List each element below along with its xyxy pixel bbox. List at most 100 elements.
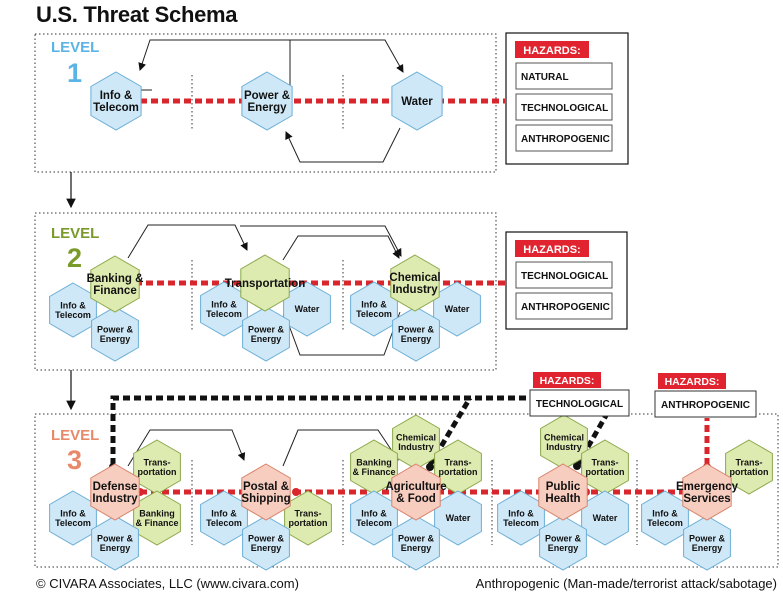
label-info-telecom: Info &Telecom (356, 299, 392, 318)
level-1-hazards-item-box (515, 62, 613, 90)
level-3-word: LEVEL (51, 427, 99, 444)
label-banking: Banking &Finance (87, 273, 144, 297)
hex-water (391, 71, 443, 131)
hazard-technological: TECHNOLOGICAL (521, 271, 608, 282)
connection-dot (292, 488, 300, 496)
copyright-text: © CIVARA Associates, LLC (www.civara.com… (36, 576, 299, 591)
hex-power (241, 71, 293, 131)
hex-info (90, 71, 142, 131)
label-info-telecom: Info &Telecom (55, 300, 91, 319)
flow-arrow (285, 127, 401, 163)
hex-power-energy (91, 306, 139, 362)
hazard-anthropogenic: ANTHROPOGENIC (521, 134, 610, 145)
label-banking-finance: Banking& Finance (352, 457, 395, 476)
hazard-natural: NATURAL (521, 72, 569, 83)
level-3-tech-hazard-item-box (529, 389, 630, 417)
label-info-telecom: Info &Telecom (206, 508, 242, 527)
hex-power-energy (683, 515, 731, 571)
flow-arrow (240, 225, 402, 257)
level-1-hazards-item-box (515, 93, 613, 121)
hex-power-energy (539, 515, 587, 571)
level-1-hazards-item-box (515, 124, 613, 152)
label-info: Info &Telecom (93, 90, 139, 114)
hex-transport (240, 254, 290, 312)
label-water: Water (445, 304, 470, 314)
level-2-hazards-panel: HAZARDS: TECHNOLOGICAL ANTHROPOGENIC (505, 231, 628, 330)
hazard-anthropogenic: ANTHROPOGENIC (521, 302, 610, 313)
level-1-hazards-header: HAZARDS: (523, 45, 580, 57)
label-trans-portation: Trans-portation (138, 457, 177, 476)
label-power-energy: Power &Energy (248, 324, 285, 343)
hazard-technological: TECHNOLOGICAL (536, 399, 623, 410)
hazard-anthropogenic: ANTHROPOGENIC (661, 400, 750, 411)
level-3-number: 3 (67, 445, 82, 475)
level-3-tech-hazard-header: HAZARDS: (540, 375, 595, 387)
level-2-frame (34, 212, 497, 371)
level-1-hazards-panel: HAZARDS:NATURALTECHNOLOGICALANTHROPOGENI… (505, 32, 629, 165)
label-power-energy: Power &Energy (97, 533, 134, 552)
label-trans-portation: Trans-portation (439, 457, 478, 476)
label-power: Power &Energy (244, 90, 290, 114)
level-1-number: 1 (67, 58, 82, 88)
hex-power-energy (91, 515, 139, 571)
label-water: Water (593, 513, 618, 523)
level-1-hazards-header-bg (515, 41, 589, 58)
label-water: Water (401, 96, 433, 108)
label-power-energy: Power &Energy (97, 324, 134, 343)
flow-arrow (127, 224, 248, 259)
flow-arrow (127, 429, 246, 467)
hex-emergency (682, 463, 732, 521)
level-3-anthro-hazard-item-box (654, 390, 757, 418)
label-info-telecom: Info &Telecom (647, 508, 683, 527)
label-power-energy: Power &Energy (545, 533, 582, 552)
hex-health (538, 463, 588, 521)
hex-defense (90, 463, 140, 521)
level-3-anthro-hazard-panel: HAZARDS:ANTHROPOGENIC (654, 373, 757, 418)
hex-agri (391, 463, 441, 521)
level-3-tech-hazard-panel: HAZARDS: TECHNOLOGICAL (529, 372, 630, 417)
label-water: Water (295, 304, 320, 314)
level-2-word: LEVEL (51, 225, 99, 242)
label-info-telecom: Info &Telecom (356, 508, 392, 527)
hex-trans-portation (725, 439, 773, 495)
flow-arrow (282, 311, 401, 356)
level-2-hazards-item-box (515, 292, 613, 320)
label-water: Water (446, 513, 471, 523)
page-title: U.S. Threat Schema (36, 2, 238, 27)
label-info-telecom: Info &Telecom (206, 299, 242, 318)
hex-power-energy (242, 515, 290, 571)
label-info-telecom: Info &Telecom (503, 508, 539, 527)
flow-arrow (289, 39, 404, 96)
level-1-word: LEVEL (51, 39, 99, 56)
level-3-anthro-hazard-header-bg (658, 373, 726, 389)
connection-dot (426, 463, 434, 471)
hex-chemical (390, 254, 440, 312)
label-transport: Transportation (225, 278, 306, 290)
hex-power-energy (392, 306, 440, 362)
label-info-telecom: Info &Telecom (55, 508, 91, 527)
connection-dot (573, 462, 581, 470)
label-power-energy: Power &Energy (248, 533, 285, 552)
label-power-energy: Power &Energy (398, 533, 435, 552)
level-2-hazards-item-box (515, 261, 613, 289)
level-2-hazards-header: HAZARDS: (523, 244, 580, 256)
label-postal: Postal &Shipping (241, 481, 290, 505)
level-3-tech-hazard-header-bg (533, 372, 601, 388)
hex-power-energy (242, 306, 290, 362)
footnote-text: Anthropogenic (Man-made/terrorist attack… (475, 576, 777, 591)
level-2-number: 2 (67, 243, 82, 273)
label-trans-portation: Trans-portation (289, 508, 328, 527)
label-banking-finance: Banking& Finance (135, 508, 178, 527)
hex-banking (90, 255, 140, 313)
label-trans-portation: Trans-portation (586, 457, 625, 476)
label-agri: Agriculture& Food (385, 481, 446, 505)
technological-hazard-link (110, 395, 530, 465)
level-2-hazards-header-bg (515, 240, 589, 257)
